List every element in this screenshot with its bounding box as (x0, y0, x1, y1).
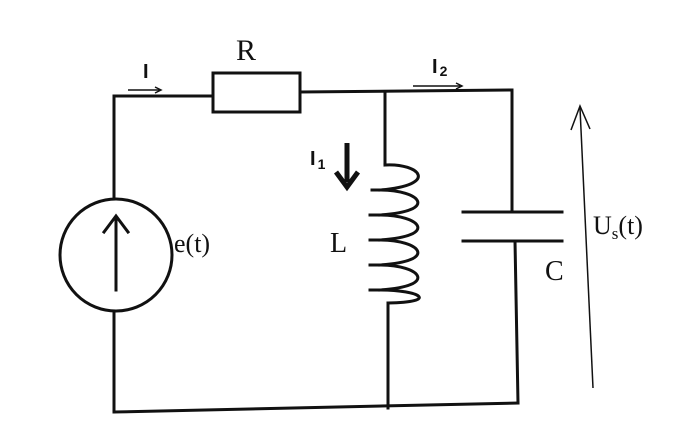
current-i2-sub: 2 (440, 63, 448, 79)
inductor-coil (368, 163, 421, 305)
output-voltage-arg: (t) (618, 211, 643, 240)
voltage-source (58, 197, 174, 313)
output-voltage-label: Us(t) (593, 211, 643, 243)
resistor-body (211, 71, 302, 114)
capacitor-label: C (545, 256, 564, 287)
wire-bottom (112, 401, 520, 414)
resistor-label: R (236, 34, 256, 67)
wire-capacitor-bottom (513, 239, 520, 405)
current-i1-arrow (333, 143, 361, 192)
current-i-arrow (128, 86, 163, 94)
current-i2-main: I (432, 56, 438, 78)
wire-top-right (298, 88, 514, 94)
current-i1-sub: 1 (318, 156, 326, 172)
inductor-label: L (330, 228, 347, 259)
current-i1-main: I (310, 148, 316, 170)
source-label: e(t) (174, 229, 210, 258)
current-i2-arrow (413, 82, 464, 90)
current-i-label: I (143, 61, 149, 83)
output-voltage-main: U (593, 211, 612, 240)
source-circle (58, 197, 174, 313)
capacitor (461, 210, 564, 243)
circuit-wires (112, 88, 520, 414)
output-voltage-sub: s (612, 224, 619, 243)
source-arrow-head (101, 213, 131, 235)
output-voltage-arrow (570, 104, 594, 389)
